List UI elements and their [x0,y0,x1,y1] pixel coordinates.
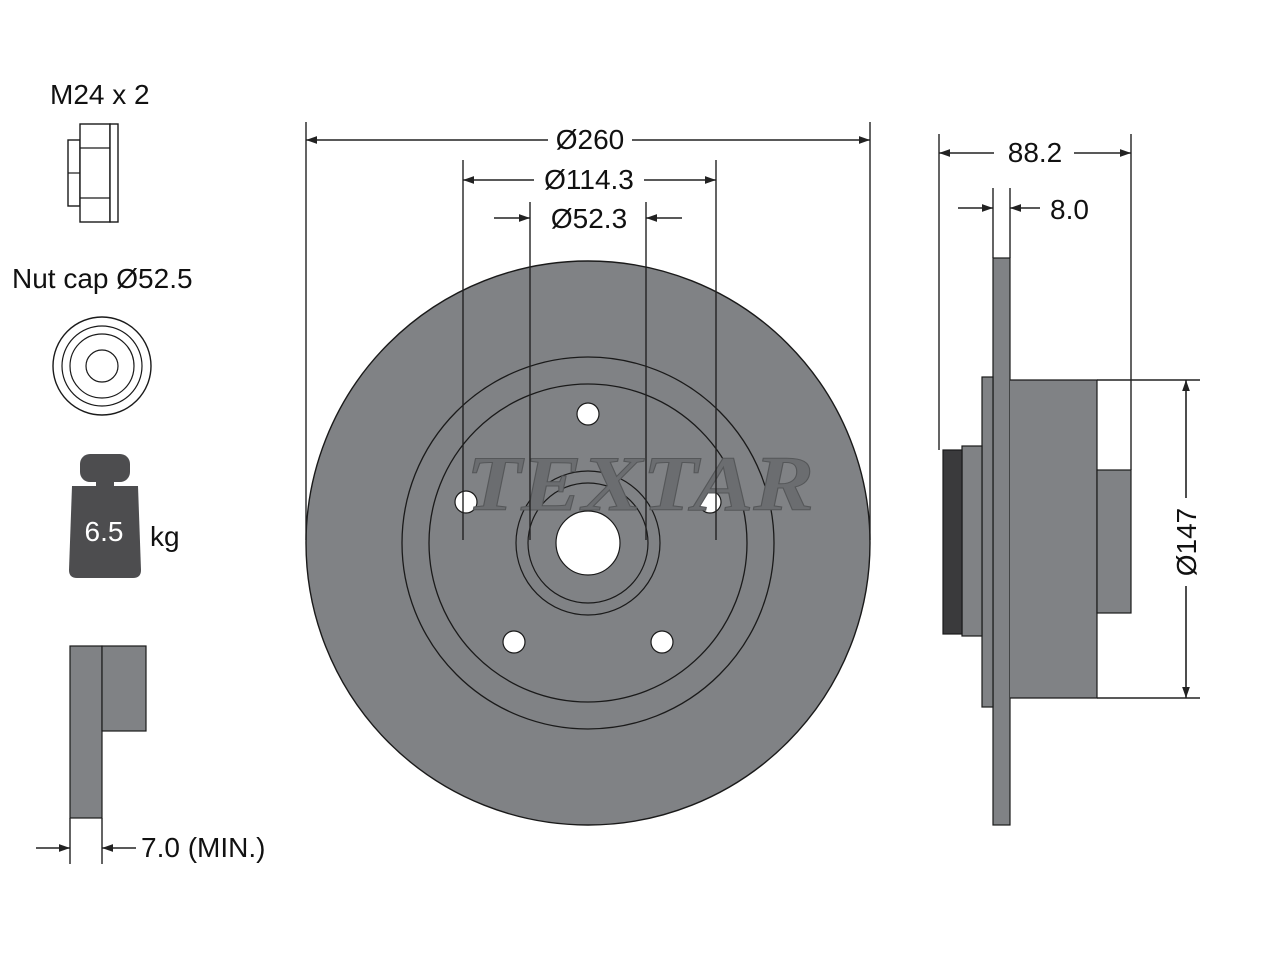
centre-bore-dimension [494,202,682,540]
brand-logo: TEXTAR [466,440,814,527]
min-thickness-label: 7.0 (MIN.) [141,832,265,863]
disc-front-view [305,260,871,826]
bolt-hole [454,490,478,514]
overall-height-dimension [938,134,1132,470]
weight-icon [69,454,141,578]
overall-height-label: 88.2 [1008,137,1063,168]
bolt-hole [576,402,600,426]
nut-cap-icon [52,316,152,416]
weight-value: 6.5 [85,516,124,547]
disc-side-view [942,257,1132,826]
nut-cap-label: Nut cap Ø52.5 [12,263,193,294]
weight-unit: kg [150,521,180,552]
outer-diameter-label: Ø260 [556,124,625,155]
min-thickness-profile-icon [36,645,147,864]
pcd-dimension [462,160,717,540]
bolt-hole [502,630,526,654]
centre-bore-label: Ø52.3 [551,203,627,234]
disc-thickness-label: 8.0 [1050,194,1089,225]
hub-diameter-label: Ø147 [1171,508,1202,577]
nut-thread-label: M24 x 2 [50,79,150,110]
hub-diameter-dimension [1097,379,1200,699]
flange-nut-icon [67,123,119,223]
bolt-hole [650,630,674,654]
outer-diameter-dimension [305,122,871,540]
centre-bore-hole [555,510,621,576]
disc-thickness-dimension [958,188,1040,258]
pcd-label: Ø114.3 [544,164,634,195]
